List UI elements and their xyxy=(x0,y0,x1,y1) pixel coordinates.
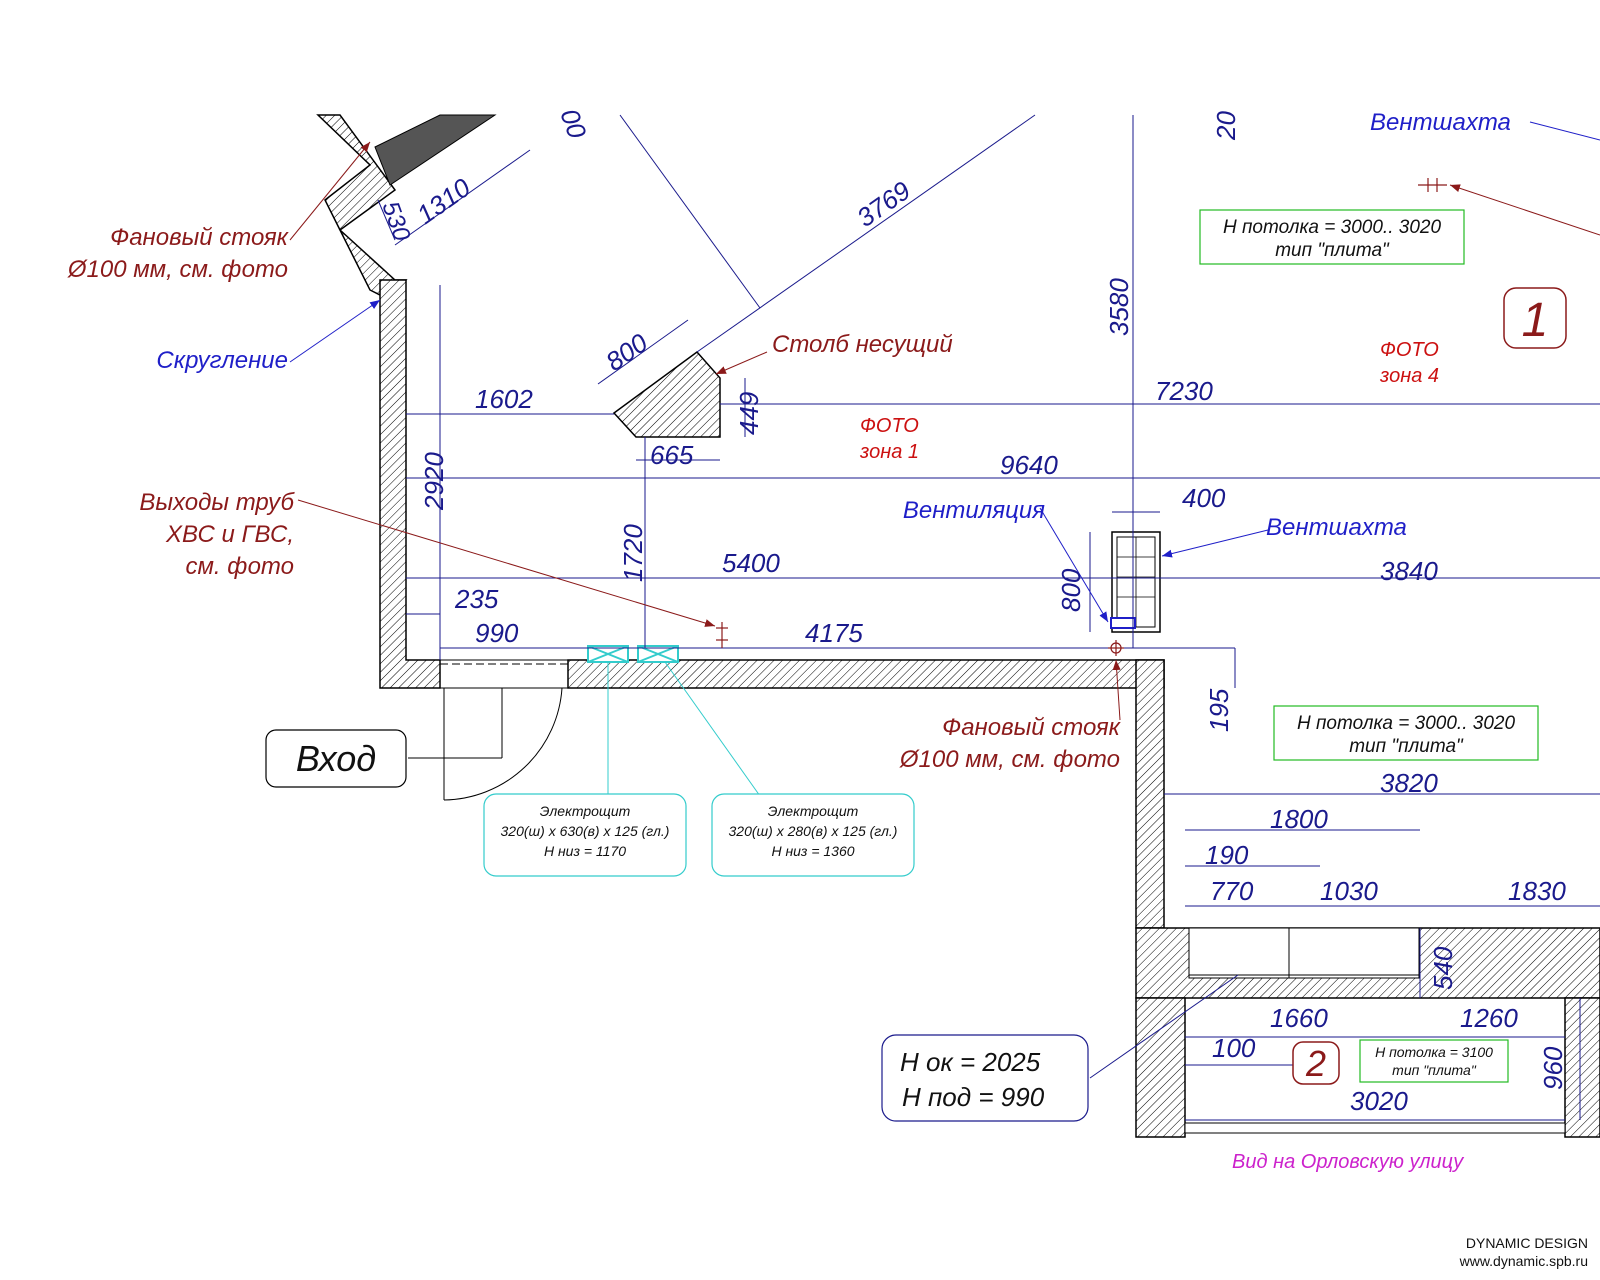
wall-balcony-right xyxy=(1564,997,1600,1138)
label-vent-shaft-1: Вентшахта xyxy=(1370,109,1511,136)
label-view-street: Вид на Орловскую улицу xyxy=(1232,1151,1464,1173)
window-height-box: Н ок = 2025 Н под = 990 xyxy=(881,1034,1089,1122)
riser-symbols xyxy=(716,178,1447,656)
dim-1602: 1602 xyxy=(475,384,533,414)
label-fan-riser-1-line2: Ø100 мм, см. фото xyxy=(67,256,288,283)
dim-7230: 7230 xyxy=(1155,376,1213,406)
window-height: Н ок = 2025 xyxy=(900,1047,1041,1077)
panel-box-2: Электрощит 320(ш) x 280(в) x 125 (гл.) Н… xyxy=(711,793,915,877)
dim-530: 530 xyxy=(376,198,415,245)
dim-960: 960 xyxy=(1538,1046,1568,1090)
wall-top-fragment xyxy=(374,114,497,186)
svg-text:320(ш) x 280(в) x 125 (гл.): 320(ш) x 280(в) x 125 (гл.) xyxy=(729,823,898,839)
panel-box-1: Электрощит 320(ш) x 630(в) x 125 (гл.) Н… xyxy=(483,793,687,877)
dim-449: 449 xyxy=(734,392,764,435)
dim-1800: 1800 xyxy=(1270,804,1328,834)
svg-text:Н потолка = 3000.. 3020: Н потолка = 3000.. 3020 xyxy=(1297,713,1515,734)
entrance-door xyxy=(440,659,568,801)
ceiling-box-3: Н потолка = 3100 тип "плита" xyxy=(1359,1039,1509,1083)
wall-balcony-left xyxy=(1135,997,1186,1138)
svg-text:1: 1 xyxy=(1522,294,1549,347)
svg-text:2: 2 xyxy=(1305,1043,1326,1084)
sill-height: Н под = 990 xyxy=(902,1082,1045,1112)
balcony-windows xyxy=(1184,927,1566,1134)
label-ventilation: Вентиляция xyxy=(903,497,1045,524)
credit-url: www.dynamic.spb.ru xyxy=(1459,1253,1588,1269)
label-pipes-line3: см. фото xyxy=(185,553,294,580)
wall-bottom-middle xyxy=(567,659,1165,689)
label-pipes-line2: ХВС и ГВС, xyxy=(165,521,294,548)
dim-3820: 3820 xyxy=(1380,768,1438,798)
wall-right-vertical xyxy=(1135,659,1165,929)
label-photo-zone4-line1: ФОТО xyxy=(1380,339,1439,361)
label-pipes-line1: Выходы труб xyxy=(139,489,295,516)
dim-9640: 9640 xyxy=(1000,450,1058,480)
credit-company: DYNAMIC DESIGN xyxy=(1466,1235,1588,1251)
dimension-lines xyxy=(377,114,1600,1121)
svg-text:Электрощит: Электрощит xyxy=(768,803,859,819)
dim-3840: 3840 xyxy=(1380,556,1438,586)
dimension-texts: 1310 530 3769 800 1602 449 665 7230 9640… xyxy=(376,105,1568,1116)
label-vent-shaft-2: Вентшахта xyxy=(1266,514,1407,541)
ceiling-box-1: Н потолка = 3000.. 3020 тип "плита" xyxy=(1199,209,1465,265)
electrical-panels xyxy=(587,645,761,797)
dim-4175: 4175 xyxy=(805,618,863,648)
dim-partial-top2: 20 xyxy=(1211,111,1241,141)
svg-text:320(ш) x 630(в) x 125 (гл.): 320(ш) x 630(в) x 125 (гл.) xyxy=(501,823,670,839)
label-load-column: Столб несущий xyxy=(772,331,953,358)
svg-text:Электрощит: Электрощит xyxy=(540,803,631,819)
dim-800-shaft: 800 xyxy=(1056,568,1086,612)
dim-400: 400 xyxy=(1182,483,1226,513)
leader-lines xyxy=(289,121,1600,1079)
dim-1310: 1310 xyxy=(411,172,476,230)
dim-800-column: 800 xyxy=(600,327,653,377)
dim-1660: 1660 xyxy=(1270,1003,1328,1033)
entrance-label: Вход xyxy=(296,738,376,779)
dim-100: 100 xyxy=(1212,1033,1256,1063)
annotation-labels: Фановый стояк Ø100 мм, см. фото Скруглен… xyxy=(67,109,1511,1173)
dim-1030: 1030 xyxy=(1320,876,1378,906)
dim-5400: 5400 xyxy=(722,548,780,578)
dim-540: 540 xyxy=(1428,946,1458,990)
room-marker-1: 1 xyxy=(1503,287,1567,349)
dim-1830: 1830 xyxy=(1508,876,1566,906)
label-fan-riser-2-line2: Ø100 мм, см. фото xyxy=(899,746,1120,773)
dim-190: 190 xyxy=(1205,840,1249,870)
svg-text:тип "плита": тип "плита" xyxy=(1275,240,1390,261)
dim-partial-top: 00 xyxy=(554,105,592,143)
dim-770: 770 xyxy=(1210,876,1254,906)
ceiling-box-2: Н потолка = 3000.. 3020 тип "плита" xyxy=(1273,705,1539,761)
dim-1720: 1720 xyxy=(618,524,648,582)
dim-195: 195 xyxy=(1204,688,1234,732)
svg-text:Н потолка = 3100: Н потолка = 3100 xyxy=(1375,1044,1493,1060)
svg-text:тип "плита": тип "плита" xyxy=(1392,1062,1477,1078)
dim-235: 235 xyxy=(454,584,499,614)
dim-990: 990 xyxy=(475,618,519,648)
label-fan-riser-2-line1: Фановый стояк xyxy=(942,714,1122,741)
credits: DYNAMIC DESIGN www.dynamic.spb.ru xyxy=(1459,1235,1588,1269)
svg-text:Н низ = 1360: Н низ = 1360 xyxy=(771,843,854,859)
vent-shaft xyxy=(1110,531,1161,633)
entrance-label-box: Вход xyxy=(265,729,407,788)
dim-2920: 2920 xyxy=(419,452,449,511)
svg-text:Н потолка = 3000.. 3020: Н потолка = 3000.. 3020 xyxy=(1223,217,1441,238)
svg-text:тип "плита": тип "плита" xyxy=(1349,736,1464,757)
dim-3020: 3020 xyxy=(1350,1086,1408,1116)
room-marker-2: 2 xyxy=(1292,1041,1340,1085)
label-fan-riser-1-line1: Фановый стояк xyxy=(110,224,290,251)
label-photo-zone1-line2: зона 1 xyxy=(859,441,919,463)
dim-1260: 1260 xyxy=(1460,1003,1518,1033)
label-photo-zone1-line1: ФОТО xyxy=(860,415,919,437)
load-column xyxy=(612,350,721,438)
dim-3769: 3769 xyxy=(851,175,916,233)
dim-665: 665 xyxy=(650,440,694,470)
svg-text:Н низ = 1170: Н низ = 1170 xyxy=(544,843,626,859)
label-rounding: Скругление xyxy=(156,347,288,374)
label-photo-zone4-line2: зона 4 xyxy=(1379,365,1439,387)
dim-3580: 3580 xyxy=(1104,278,1134,336)
